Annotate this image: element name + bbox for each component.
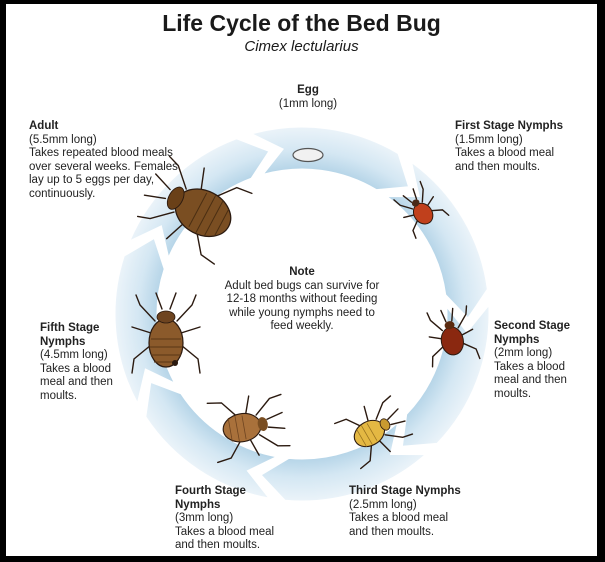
- stage-title: Fourth Stage Nymphs: [175, 485, 246, 511]
- stage-description: Takes repeated blood meals over several …: [29, 147, 178, 200]
- stage-label-adult: Adult (5.5mm long) Takes repeated blood …: [29, 120, 179, 201]
- ring-segment-first: [385, 161, 488, 319]
- stage-size: (2.5mm long): [349, 498, 417, 511]
- second-stage-nymph-icon: [426, 305, 481, 368]
- stage-size: (1mm long): [278, 97, 338, 110]
- stage-description: Takes a blood meal and then moults.: [455, 147, 555, 173]
- diagram-title: Life Cycle of the Bed Bug: [162, 10, 441, 36]
- stage-description: Takes a blood meal and then moults.: [349, 512, 449, 538]
- stage-description: Takes a blood meal and then moults.: [175, 525, 275, 552]
- third-stage-nymph-icon: [334, 395, 414, 470]
- stage-size: (4.5mm long): [40, 349, 108, 361]
- note-box: Note Adult bed bugs can survive for 12-1…: [222, 266, 382, 334]
- note-text: Adult bed bugs can survive for 12-18 mon…: [224, 279, 380, 333]
- stage-label-first: First Stage Nymphs (1.5mm long) Takes a …: [455, 120, 565, 174]
- stage-size: (3mm long): [175, 512, 234, 524]
- fourth-stage-nymph-icon: [206, 393, 291, 464]
- stage-label-second: Second Stage Nymphs (2mm long) Takes a b…: [494, 320, 590, 401]
- adult-bed-bug-icon: [136, 155, 253, 265]
- note-heading: Note: [289, 266, 315, 278]
- stage-title: Second Stage Nymphs: [494, 320, 571, 346]
- diagram-subtitle: Cimex lectularius: [244, 38, 359, 55]
- diagram-canvas: Life Cycle of the Bed Bug Cimex lectular…: [6, 4, 597, 556]
- stage-title: First Stage Nymphs: [455, 120, 563, 132]
- stage-label-fifth: Fifth Stage Nymphs (4.5mm long) Takes a …: [40, 322, 116, 403]
- stage-label-egg: Egg (1mm long): [260, 84, 356, 111]
- stage-label-third: Third Stage Nymphs (2.5mm long) Takes a …: [349, 485, 467, 539]
- ring-segment-fourth: [145, 381, 278, 499]
- stage-title: Third Stage Nymphs: [349, 485, 461, 497]
- stage-description: Takes a blood meal and then moults.: [40, 362, 113, 402]
- stage-label-fourth: Fourth Stage Nymphs (3mm long) Takes a b…: [175, 485, 293, 553]
- stage-size: (1.5mm long): [455, 133, 523, 146]
- life-cycle-ring: [114, 126, 490, 502]
- stage-description: Takes a blood meal and then moults.: [494, 360, 567, 400]
- fifth-stage-nymph-icon: [131, 292, 201, 374]
- ring-segment-egg: [250, 126, 410, 191]
- stage-size: (2mm long): [494, 347, 553, 359]
- stage-size: (5.5mm long): [29, 133, 97, 146]
- stage-title: Adult: [29, 120, 59, 132]
- egg-icon: [292, 147, 324, 163]
- stage-title: Egg: [297, 84, 319, 96]
- first-stage-nymph-icon: [393, 180, 450, 239]
- stage-title: Fifth Stage Nymphs: [40, 322, 100, 348]
